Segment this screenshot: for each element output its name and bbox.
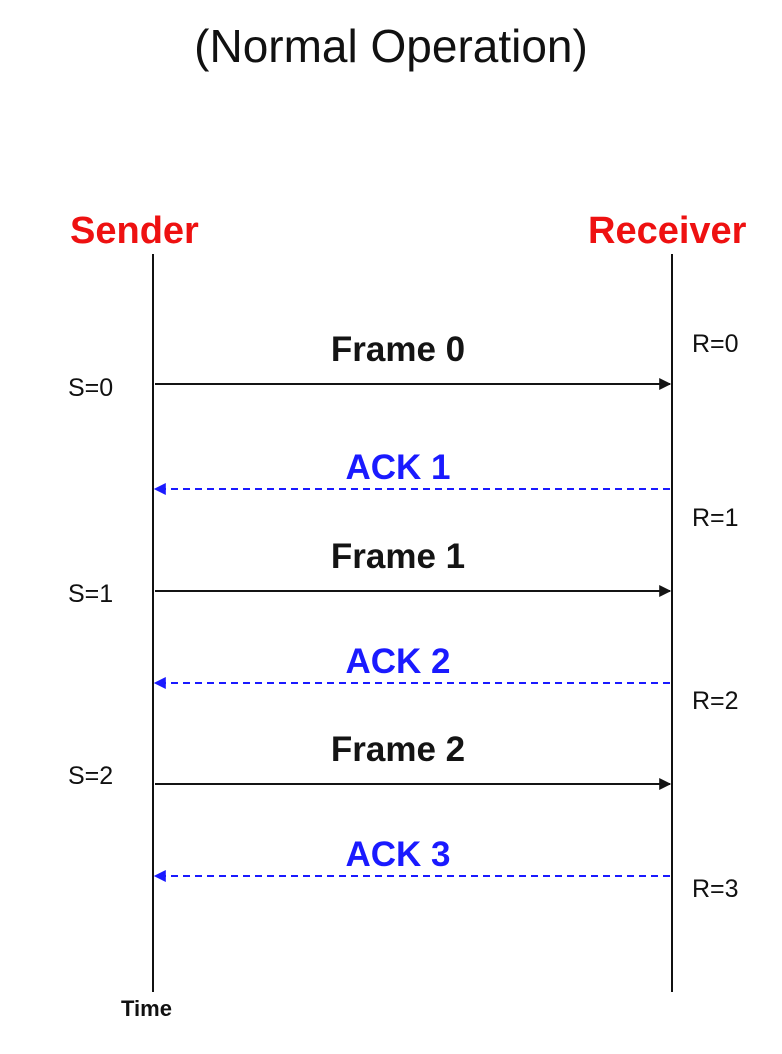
sender-state-1: S=1	[68, 580, 114, 608]
receiver-state-1: R=1	[692, 504, 739, 532]
frame-2-label: Frame 2	[330, 730, 466, 769]
frame-1-label: Frame 1	[330, 537, 466, 576]
sender-state-0: S=0	[68, 374, 114, 402]
receiver-label: Receiver	[588, 210, 747, 252]
receiver-state-3: R=3	[692, 875, 739, 903]
ack-1-label: ACK 1	[345, 448, 451, 487]
receiver-state-0: R=0	[692, 330, 739, 358]
receiver-state-2: R=2	[692, 687, 739, 715]
sender-state-2: S=2	[68, 762, 114, 790]
time-axis-label: Time	[121, 996, 172, 1021]
ack-3-label: ACK 3	[345, 835, 451, 874]
sender-label: Sender	[70, 210, 199, 252]
ack-2-label: ACK 2	[345, 642, 451, 681]
frame-0-label: Frame 0	[330, 330, 466, 369]
diagram-title: (Normal Operation)	[194, 20, 588, 72]
